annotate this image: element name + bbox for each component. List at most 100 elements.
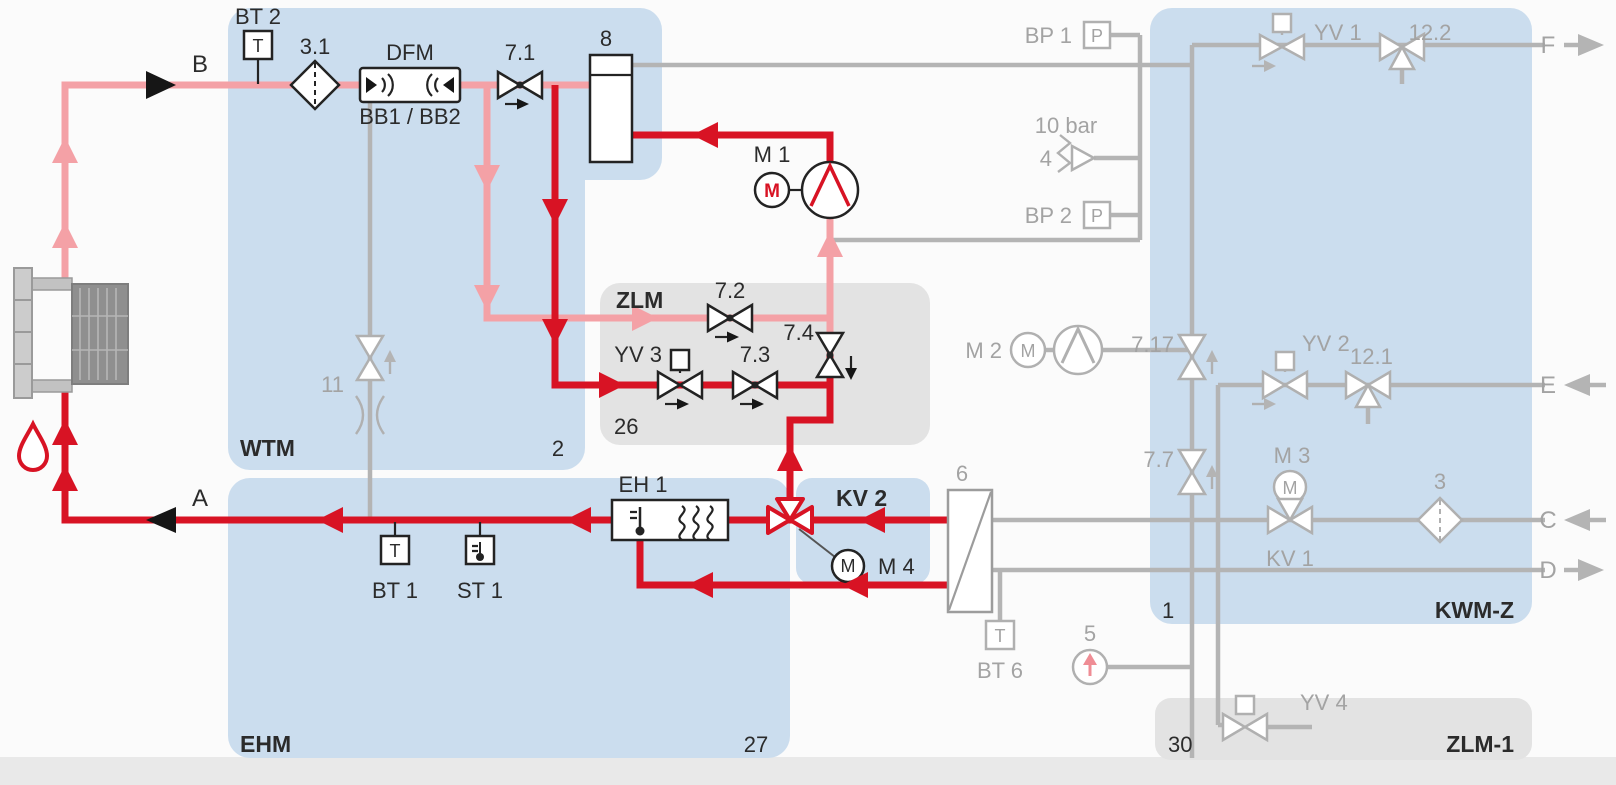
solenoid-valve-yv2: [1252, 350, 1309, 410]
temp-sensor-bt6: T: [984, 619, 1016, 651]
arrow-up-pink-pump: [817, 231, 843, 257]
region-blocks: [228, 8, 1532, 760]
pump-5: [1071, 648, 1109, 686]
filter-3: [1416, 496, 1464, 544]
vessel-8: [588, 53, 634, 164]
pressure-sensor-bp1: P: [1082, 20, 1112, 50]
region-ehm-label: EHM: [240, 731, 291, 757]
svg-text:P: P: [1091, 26, 1103, 46]
bottom-strip: [0, 757, 1616, 785]
valve73-label: 7.3: [740, 342, 771, 367]
arrow-left-red-a1: [317, 507, 343, 533]
arrow-left-red-b1: [687, 572, 713, 598]
motor-m1: M: [753, 171, 802, 209]
vessel8-label: 8: [600, 26, 612, 51]
arrow-down-red-2: [542, 319, 568, 345]
valve-7-1: [496, 69, 544, 110]
port-c-label: C: [1539, 507, 1556, 534]
temp-sensor-bt1: T: [379, 522, 411, 566]
labels: B A BT 2 3.1 DFM BB1 / BB2 7.1 8 M 1 ZLM…: [192, 4, 1557, 757]
arrow-left-red-a2: [565, 507, 591, 533]
relief4-label: 4: [1040, 146, 1052, 171]
port-b-label: B: [192, 51, 208, 78]
bt6-label: BT 6: [977, 658, 1023, 683]
arrow-left-red-b2: [842, 572, 868, 598]
m3-label: M 3: [1274, 443, 1311, 468]
bt2-label: BT 2: [235, 4, 281, 29]
heat-exchanger-icon: [13, 267, 129, 399]
region-kwmz: [1150, 8, 1532, 624]
arrow-b-in: [146, 71, 176, 99]
arrow-c-in: [1564, 509, 1590, 531]
three-way-valve-kv1: [1266, 497, 1314, 536]
valve121-label: 12.1: [1350, 344, 1393, 369]
valve-7-2: [706, 302, 754, 343]
arrow-a-out: [146, 507, 176, 533]
components-active: T: [242, 29, 866, 584]
region-kwmz-label: KWM-Z: [1435, 597, 1514, 623]
arrow-up-pink-1: [52, 137, 78, 163]
pump5-label: 5: [1084, 621, 1096, 646]
yv1-label: YV 1: [1314, 20, 1362, 45]
filter3-label: 3: [1434, 469, 1446, 494]
region-kv2-label: KV 2: [836, 485, 887, 511]
arrow-left-red-a3: [859, 507, 885, 533]
pump-m2: [1052, 324, 1104, 376]
region-zlm1-number: 30: [1168, 732, 1192, 757]
port-d-label: D: [1539, 557, 1556, 584]
yv3-label: YV 3: [614, 342, 662, 367]
droplet-icon: [16, 419, 50, 472]
st1-label: ST 1: [457, 578, 503, 603]
region-ehm-number: 27: [744, 732, 768, 757]
arrow-e-in: [1564, 374, 1590, 396]
bt1-label: BT 1: [372, 578, 418, 603]
yv2-label: YV 2: [1302, 331, 1350, 356]
arrow-down-pink-2: [474, 285, 500, 311]
svg-text:T: T: [390, 541, 401, 561]
valve122-label: 12.2: [1409, 20, 1452, 45]
arrow-up-red-2: [52, 465, 78, 491]
relief-valve-4: [1056, 134, 1097, 173]
arrow-left-red-vessel: [692, 122, 718, 148]
svg-text:P: P: [1091, 206, 1103, 226]
pipe-instrument-header: [830, 35, 1143, 243]
pump-m1: [800, 160, 860, 220]
region-kv2: [796, 478, 930, 584]
region-zlm-label: ZLM: [616, 287, 663, 313]
region-ehm: [228, 478, 790, 758]
temp-switch-st1: [464, 522, 496, 566]
valve74-label: 7.4: [783, 320, 814, 345]
port-e-label: E: [1540, 372, 1556, 399]
valve77-label: 7.7: [1143, 447, 1174, 472]
arrow-down-red-1: [542, 199, 568, 225]
valve-7-3: [731, 369, 779, 410]
svg-text:T: T: [253, 36, 264, 56]
hx6-label: 6: [956, 461, 968, 486]
pressure-sensor-bp2: P: [1082, 200, 1112, 230]
solenoid-valve-yv1: [1252, 12, 1306, 72]
temp-sensor-bt2: T: [242, 29, 274, 84]
filter31-label: 3.1: [300, 34, 331, 59]
arrow-d-out: [1578, 559, 1604, 581]
svg-text:M: M: [841, 556, 856, 576]
arrow-right-red-yv3: [599, 372, 625, 398]
arrow-up-red-kv2: [777, 445, 803, 471]
filter-3-1: [289, 59, 341, 111]
valve-7-17: [1176, 333, 1218, 381]
arrow-right-pink-zlm: [632, 305, 658, 331]
kv1-label: KV 1: [1266, 546, 1314, 571]
flow-meter-dfm: [358, 66, 462, 104]
arrow-up-pink-2: [52, 222, 78, 248]
region-zlm1-label: ZLM-1: [1446, 731, 1514, 757]
eh1-label: EH 1: [619, 472, 668, 497]
m2-label: M 2: [965, 338, 1002, 363]
three-way-valve-12-1: [1344, 369, 1392, 409]
svg-text:M: M: [764, 181, 780, 202]
region-wtm-number: 2: [552, 436, 564, 461]
arrow-f-out: [1578, 34, 1604, 56]
m4-label: M 4: [878, 554, 915, 579]
region-zlm-number: 26: [614, 414, 638, 439]
port-a-label: A: [192, 485, 208, 512]
